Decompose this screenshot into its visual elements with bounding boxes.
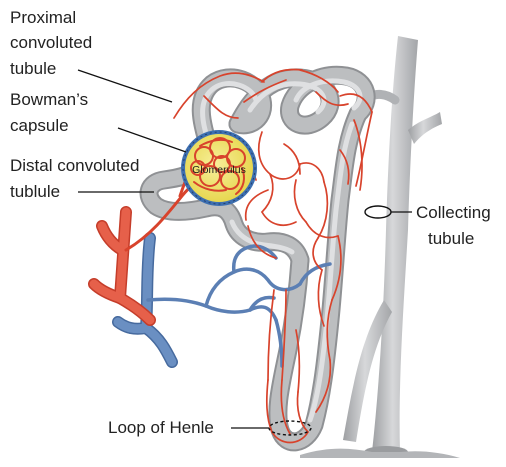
bowmans-capsule-leader [118,128,186,152]
collecting-label-line1: Collecting [416,203,491,222]
proximal-tubule-leader [78,70,172,102]
tubule-network [149,75,366,442]
proximal-label-line1: Proximal [10,8,76,27]
distal-label-line1: Distal convoluted [10,156,139,175]
distal-label-line2: tublule [10,182,60,201]
bowman-label-line2: capsule [10,116,69,135]
proximal-label-line2: convoluted [10,33,92,52]
loop-of-henle-label: Loop of Henle [108,418,214,437]
proximal-label-line3: tubule [10,59,56,78]
bowman-label-line1: Bowman’s [10,90,88,109]
collecting-label-line2: tubule [428,229,474,248]
glomerulus-label: Glomerulus [192,164,246,176]
